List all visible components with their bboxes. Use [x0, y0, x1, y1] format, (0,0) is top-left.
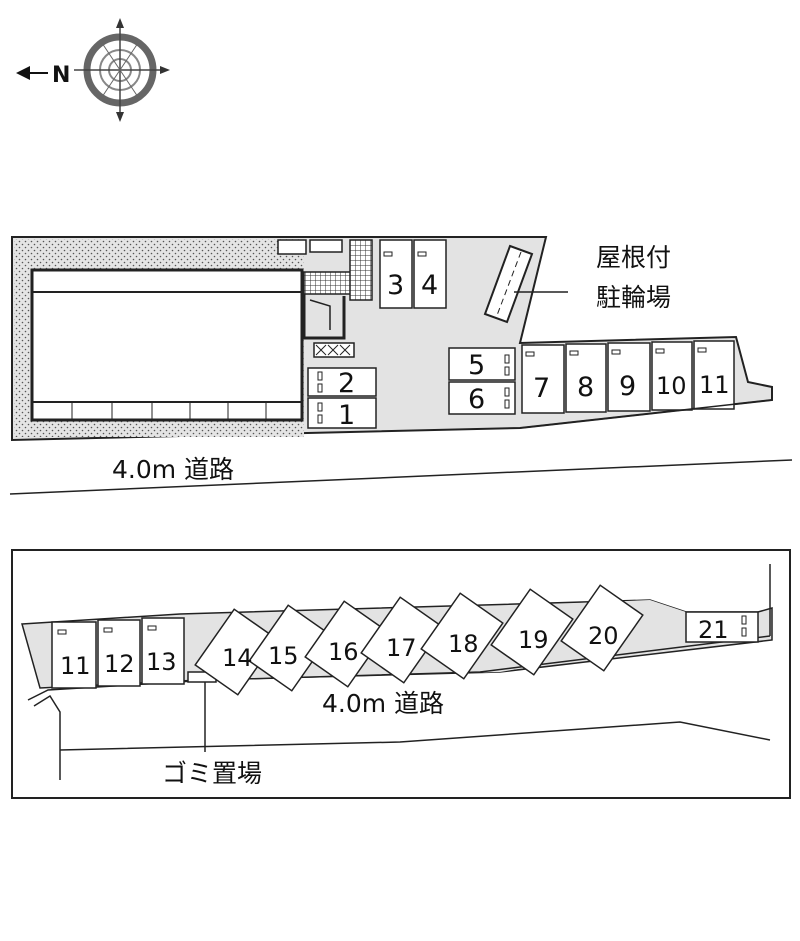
parking-slot — [304, 600, 388, 688]
slot-label: 13 — [146, 648, 177, 676]
parking-slot — [420, 592, 504, 680]
slot-label: 17 — [386, 634, 417, 662]
slot-label: 7 — [533, 373, 550, 404]
garbage-label: ゴミ置場 — [162, 759, 262, 788]
south-frame — [11, 549, 791, 799]
road-label: 4.0m 道路 — [322, 689, 444, 718]
slot-label: 18 — [448, 630, 479, 658]
parking-slot — [560, 584, 644, 672]
south-parking-slots — [51, 584, 759, 696]
slot-label: 12 — [104, 650, 135, 678]
slot-label: 3 — [387, 270, 404, 301]
stairs-2 — [349, 239, 373, 301]
parking-slot — [248, 604, 332, 692]
slot-label: 15 — [268, 642, 299, 670]
bike-shed-label: 駐輪場 — [596, 283, 671, 312]
building — [30, 268, 304, 422]
slot-label: 8 — [577, 372, 594, 403]
slot-label: 5 — [468, 350, 485, 381]
stairs — [303, 271, 353, 295]
parking-slot — [651, 341, 693, 411]
north-marker: N — [52, 63, 70, 88]
meter-box — [277, 239, 307, 255]
slot-label: 11 — [60, 652, 91, 680]
slot-label: 6 — [468, 384, 485, 415]
slot-label: 2 — [338, 368, 355, 399]
slot-label: 10 — [656, 372, 687, 400]
parking-slot — [448, 381, 516, 415]
slot-label: 20 — [588, 622, 619, 650]
slot-label: 9 — [619, 371, 636, 402]
parking-slot — [379, 239, 413, 309]
slot-label: 14 — [222, 644, 253, 672]
slot-label: 11 — [699, 371, 730, 399]
road-label: 4.0m 道路 — [112, 455, 234, 484]
compass-rose-icon — [16, 18, 170, 122]
slot-label: 19 — [518, 626, 549, 654]
parking-slot — [360, 596, 444, 684]
north-parking-slots — [307, 239, 735, 429]
slot-label: 1 — [338, 400, 355, 431]
parking-slot — [413, 239, 447, 309]
parking-slot — [448, 347, 516, 381]
water-meter — [313, 342, 355, 358]
bike-shed-label: 屋根付 — [596, 243, 671, 272]
parking-slot — [490, 588, 574, 676]
slot-label: 16 — [328, 638, 359, 666]
north-road — [9, 399, 793, 495]
slot-label: 21 — [698, 616, 729, 644]
slot-label: 4 — [421, 270, 438, 301]
